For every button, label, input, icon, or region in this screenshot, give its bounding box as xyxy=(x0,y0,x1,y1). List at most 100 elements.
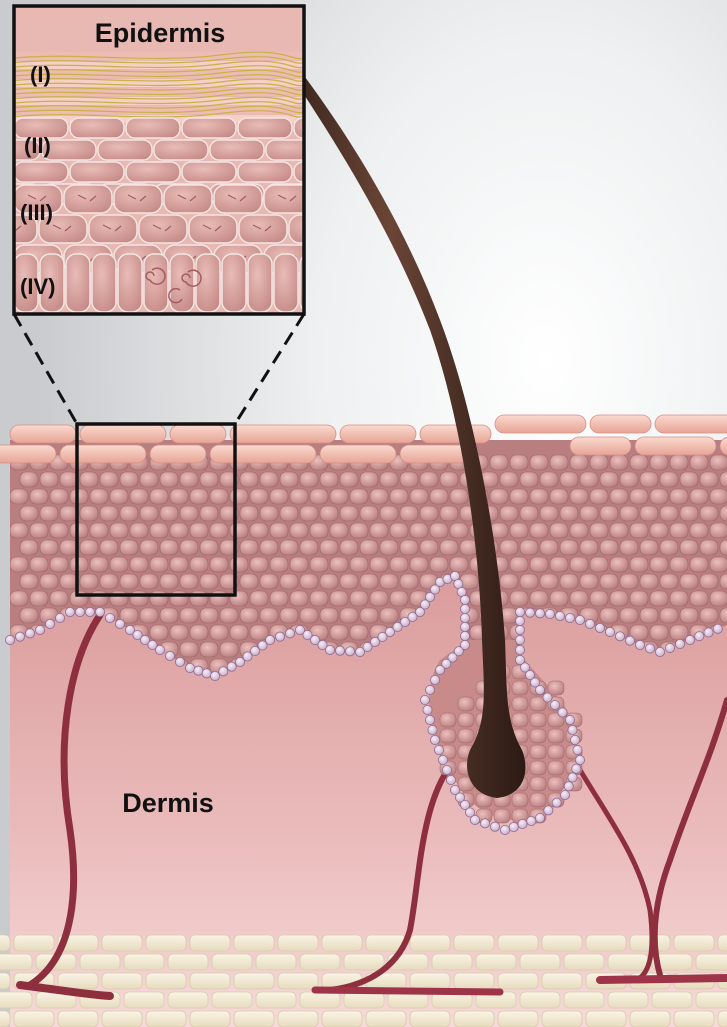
skin-cell-icon xyxy=(290,523,308,538)
basal-bead xyxy=(518,819,527,828)
skin-cell-icon xyxy=(280,506,298,521)
skin-cell-icon xyxy=(690,557,708,572)
skin-cell-icon xyxy=(110,489,128,504)
skin-cell-icon xyxy=(320,574,338,589)
fat-cell xyxy=(278,935,318,951)
skin-cell-icon xyxy=(230,557,248,572)
skin-cell-icon xyxy=(650,557,668,572)
skin-cell-icon xyxy=(110,523,128,538)
skin-cell-icon xyxy=(650,625,668,640)
basal-bead xyxy=(345,647,354,656)
skin-cell-icon xyxy=(290,591,308,606)
skin-cell-icon xyxy=(170,489,188,504)
basal-bead xyxy=(480,819,489,828)
skin-cell-icon xyxy=(290,557,308,572)
spinous-cell xyxy=(164,185,212,213)
fat-cell xyxy=(212,954,252,970)
skin-cell-icon xyxy=(548,777,564,791)
skin-cell-icon xyxy=(630,557,648,572)
skin-cell-icon xyxy=(570,455,588,470)
basal-bead xyxy=(194,666,203,675)
skin-cell-icon xyxy=(620,472,638,487)
skin-cell-icon xyxy=(440,506,458,521)
fat-cell xyxy=(58,973,98,989)
fat-cell xyxy=(674,1011,714,1027)
skin-cell-icon xyxy=(590,455,608,470)
skin-cell-icon xyxy=(250,625,268,640)
basal-bead xyxy=(428,725,437,734)
skin-cell-icon xyxy=(390,523,408,538)
skin-cell-icon xyxy=(530,557,548,572)
basal-cell xyxy=(274,254,298,312)
fat-cell xyxy=(542,973,582,989)
basal-bead xyxy=(425,685,434,694)
skin-cell-icon xyxy=(20,506,38,521)
skin-cell-icon xyxy=(170,625,188,640)
skin-cell-icon xyxy=(620,574,638,589)
corneum-cell xyxy=(60,445,146,463)
skin-cell-icon xyxy=(50,523,68,538)
fat-cell xyxy=(190,1011,230,1027)
skin-cell-icon xyxy=(400,506,418,521)
basal-bead xyxy=(605,627,614,636)
skin-cell-icon xyxy=(660,608,678,623)
skin-cell-icon xyxy=(340,506,358,521)
corneum-cell xyxy=(590,415,651,433)
skin-cell-icon xyxy=(560,574,578,589)
corneum-cell xyxy=(340,425,416,443)
skin-cell-icon xyxy=(530,777,546,791)
skin-cell-icon xyxy=(300,574,318,589)
skin-cell-icon xyxy=(440,540,458,555)
skin-cell-icon xyxy=(520,574,538,589)
skin-cell-icon xyxy=(360,472,378,487)
skin-cell-icon xyxy=(370,557,388,572)
fat-cell xyxy=(586,1011,626,1027)
skin-cell-icon xyxy=(580,472,598,487)
basal-bead xyxy=(575,615,584,624)
skin-cell-icon xyxy=(540,574,558,589)
skin-cell-icon xyxy=(458,713,474,727)
skin-cell-icon xyxy=(330,591,348,606)
layer-label-1: (I) xyxy=(30,62,51,87)
skin-cell-icon xyxy=(458,729,474,743)
fat-cell xyxy=(0,935,10,951)
skin-cell-icon xyxy=(260,608,278,623)
skin-cell-icon xyxy=(40,540,58,555)
fat-cell xyxy=(520,992,560,1008)
basal-bead xyxy=(545,609,554,618)
skin-cell-icon xyxy=(10,489,28,504)
skin-cell-icon xyxy=(120,506,138,521)
basal-bead xyxy=(285,629,294,638)
skin-cell-icon xyxy=(530,523,548,538)
skin-cell-icon xyxy=(600,540,618,555)
skin-cell-icon xyxy=(590,591,608,606)
skin-cell-icon xyxy=(190,557,208,572)
skin-cell-icon xyxy=(680,540,698,555)
fat-cell xyxy=(630,1011,670,1027)
corneum-cell xyxy=(170,425,226,443)
basal-bead xyxy=(535,813,544,822)
skin-cell-icon xyxy=(160,472,178,487)
epidermis-label: Epidermis xyxy=(95,18,226,48)
fat-cell xyxy=(146,1011,186,1027)
basal-bead xyxy=(442,765,451,774)
skin-cell-icon xyxy=(170,557,188,572)
skin-cell-icon xyxy=(512,697,528,711)
skin-cell-icon xyxy=(350,625,368,640)
skin-cell-icon xyxy=(70,523,88,538)
skin-cell-icon xyxy=(690,591,708,606)
skin-cell-icon xyxy=(530,455,548,470)
granular-cell xyxy=(154,140,208,160)
skin-cell-icon xyxy=(230,523,248,538)
skin-cell-icon xyxy=(200,506,218,521)
skin-cell-icon xyxy=(380,608,398,623)
skin-cell-icon xyxy=(360,574,378,589)
spinous-cell xyxy=(189,215,237,243)
skin-cell-icon xyxy=(512,713,528,727)
skin-cell-icon xyxy=(490,455,508,470)
skin-cell-icon xyxy=(520,472,538,487)
basal-cell xyxy=(248,254,272,312)
skin-cell-icon xyxy=(250,489,268,504)
skin-cell-icon xyxy=(650,523,668,538)
skin-cell-icon xyxy=(670,523,688,538)
